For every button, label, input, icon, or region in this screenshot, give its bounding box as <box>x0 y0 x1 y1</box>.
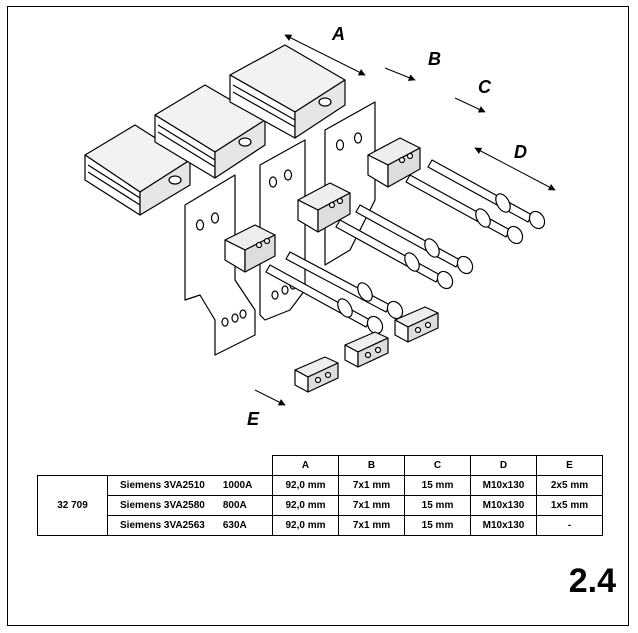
bolt-group <box>265 159 546 335</box>
model-name: Siemens 3VA2510 <box>120 480 205 491</box>
dimension-label-b: B <box>428 49 441 69</box>
cell-c: 15 mm <box>404 495 471 516</box>
cell-e: - <box>536 515 603 536</box>
model-current: 800A <box>222 500 247 511</box>
dimension-line-a <box>284 34 366 76</box>
page-number: 2.4 <box>568 562 616 600</box>
page-frame <box>7 6 629 626</box>
model-name: Siemens 3VA2563 <box>120 520 205 531</box>
model-cell: Siemens 3VA2580 800A <box>107 495 273 516</box>
dimension-label-d: D <box>514 142 527 162</box>
cell-a: 92,0 mm <box>272 475 339 496</box>
header-c: C <box>404 455 471 476</box>
dimension-line-e <box>254 389 286 406</box>
cell-d: M10x130 <box>470 495 537 516</box>
dimension-line-b <box>384 67 416 81</box>
cell-e: 2x5 mm <box>536 475 603 496</box>
spacer-block-upper-1 <box>224 224 276 273</box>
table-header-row: A B C D E <box>38 455 603 476</box>
cell-c: 15 mm <box>404 475 471 496</box>
cell-a: 92,0 mm <box>272 515 339 536</box>
terminal-block-3 <box>229 44 346 139</box>
cell-a: 92,0 mm <box>272 495 339 516</box>
dimension-line-d <box>474 147 556 191</box>
model-cell: Siemens 3VA2563 630A <box>107 515 273 536</box>
cell-d: M10x130 <box>470 475 537 496</box>
cell-c: 15 mm <box>404 515 471 536</box>
dimension-label-a: A <box>331 24 345 44</box>
spacer-block-lower-1 <box>294 356 339 393</box>
cell-e: 1x5 mm <box>536 495 603 516</box>
header-d: D <box>470 455 537 476</box>
terminal-block-1 <box>84 124 191 216</box>
header-a: A <box>272 455 339 476</box>
connection-plate-1 <box>184 174 256 356</box>
cell-b: 7x1 mm <box>338 475 405 496</box>
connection-plate-2 <box>259 139 306 321</box>
spacer-block-lower-3 <box>394 306 439 343</box>
dimension-line-c <box>454 97 486 113</box>
exploded-assembly-drawing: A B C D E <box>84 24 556 429</box>
table-row: Siemens 3VA2580 800A 92,0 mm 7x1 mm 15 mm… <box>38 495 603 516</box>
dimension-label-e: E <box>247 409 260 429</box>
cell-d: M10x130 <box>470 515 537 536</box>
model-cell: Siemens 3VA2510 1000A <box>107 475 273 496</box>
header-e: E <box>536 455 603 476</box>
header-b: B <box>338 455 405 476</box>
spacer-block-upper-3 <box>367 137 421 188</box>
model-current: 1000A <box>222 480 253 491</box>
cell-b: 7x1 mm <box>338 515 405 536</box>
cell-b: 7x1 mm <box>338 495 405 516</box>
table-row: Siemens 3VA2563 630A 92,0 mm 7x1 mm 15 mm… <box>38 515 603 536</box>
spacer-block-upper-2 <box>297 182 351 233</box>
dimension-label-c: C <box>478 77 492 97</box>
model-current: 630A <box>222 520 247 531</box>
article-number: 32 709 <box>37 475 108 536</box>
table-row: 32 709 Siemens 3VA2510 1000A 92,0 mm 7x1 … <box>37 475 603 536</box>
spacer-block-lower-2 <box>344 331 389 368</box>
model-name: Siemens 3VA2580 <box>120 500 205 511</box>
dimension-table: A B C D E 32 709 Siemens 3VA2510 1000A 92… <box>37 455 603 536</box>
